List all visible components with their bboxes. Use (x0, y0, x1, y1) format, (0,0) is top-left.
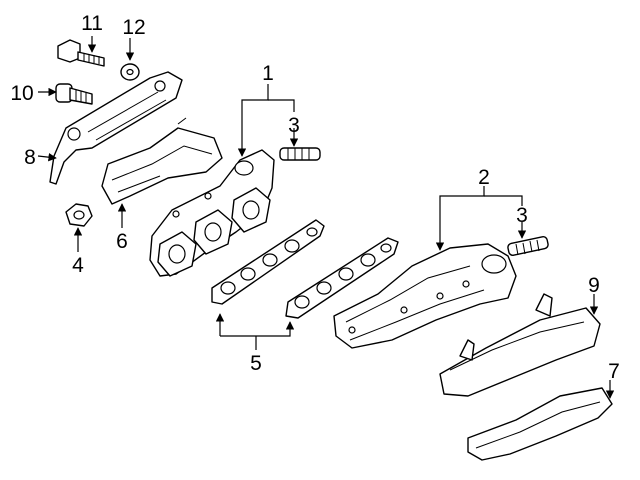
callout-3-right: 3 (516, 204, 528, 227)
callout-2: 2 (478, 166, 490, 189)
heat-shield-part-9 (439, 293, 601, 397)
callout-3-upper: 3 (288, 114, 300, 137)
bracket-part-8 (49, 71, 183, 185)
callout-11: 11 (81, 12, 103, 35)
callout-12: 12 (122, 16, 145, 39)
callout-8: 8 (24, 146, 36, 169)
callout-9: 9 (588, 274, 600, 297)
nut-part-4 (65, 203, 93, 227)
stud-part-3-upper (279, 147, 321, 161)
heat-shield-part-7 (467, 387, 613, 461)
callout-7: 7 (608, 360, 620, 383)
bolt-part-11 (57, 39, 105, 67)
washer-part-12 (120, 63, 140, 81)
gasket-left-part-5 (211, 219, 325, 305)
callout-4: 4 (72, 254, 84, 277)
callout-10: 10 (10, 82, 33, 105)
exhaust-manifold-right-part-2 (333, 243, 517, 349)
gasket-right-part-5 (285, 237, 399, 319)
heat-shield-part-6 (101, 117, 223, 205)
callout-5: 5 (250, 352, 262, 375)
stud-part-10 (55, 83, 93, 105)
stud-part-3-right (507, 236, 549, 256)
callout-6: 6 (116, 230, 128, 253)
callout-1: 1 (262, 62, 274, 85)
exhaust-manifold-left-part-1 (149, 149, 275, 277)
leader-lines (37, 36, 615, 399)
